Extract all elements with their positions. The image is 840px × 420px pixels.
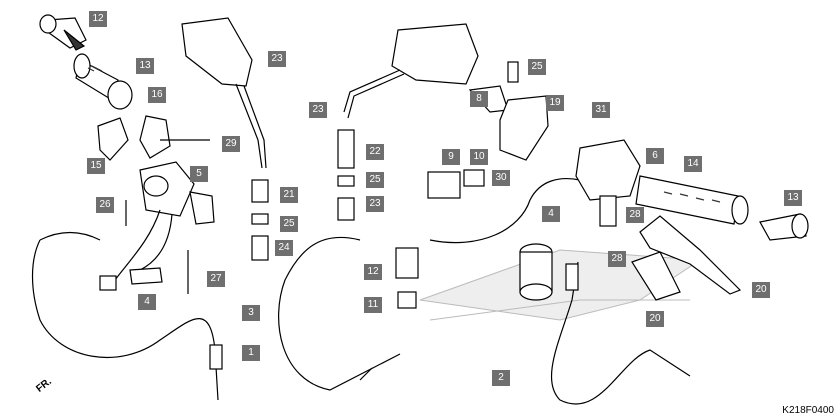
callout-31: 31 — [592, 102, 610, 118]
callout-13: 13 — [136, 58, 154, 74]
callout-23-left: 24 — [275, 240, 293, 256]
right-switch-housing — [575, 139, 641, 227]
callout-16: 16 — [148, 87, 166, 103]
harness-connector-left — [99, 267, 163, 291]
diagram-code: K218F0400 — [782, 405, 834, 416]
throttle-cable-3 — [278, 236, 401, 391]
clutch-bracket — [97, 115, 210, 161]
callout-4-right: 4 — [542, 206, 560, 222]
callout-30: 30 — [492, 170, 510, 186]
callout-19: 20 — [646, 311, 664, 327]
mirror-right — [343, 23, 479, 119]
callout-27: 27 — [207, 271, 225, 287]
callout-11: 12 — [364, 264, 382, 280]
callout-12-right: 13 — [784, 190, 802, 206]
brake-lever — [639, 215, 742, 295]
callout-2: 2 — [492, 370, 510, 386]
callout-3: 3 — [242, 305, 260, 321]
callout-23-right: 23 — [366, 196, 384, 212]
callout-25-left: 25 — [280, 216, 298, 232]
callout-15: 15 — [87, 158, 105, 174]
callout-10: 11 — [364, 297, 382, 313]
callout-24: 25 — [528, 59, 546, 75]
left-switch-housing — [114, 161, 215, 281]
throttle-grip — [635, 175, 749, 225]
callout-18: 20 — [752, 282, 770, 298]
callout-25-right: 25 — [366, 172, 384, 188]
callout-20-right: 22 — [366, 144, 384, 160]
callout-6: 6 — [646, 148, 664, 164]
wiring-harness — [429, 178, 581, 244]
grip-end-left — [39, 14, 87, 51]
callout-5: 5 — [190, 166, 208, 182]
harness-sleeve — [519, 243, 553, 301]
callout-9: 10 — [470, 149, 488, 165]
callout-21: 23 — [268, 51, 286, 67]
callout-20-left: 21 — [280, 187, 298, 203]
brake-master-cylinder — [468, 61, 549, 161]
handle-grip-13 — [73, 53, 133, 110]
relay-group — [395, 169, 485, 309]
callout-14: 14 — [684, 156, 702, 172]
mirror-nut-stack-right — [337, 129, 355, 221]
callout-12-left: 12 — [89, 11, 107, 27]
callout-28-lower: 28 — [608, 251, 626, 267]
lever-cover — [631, 251, 681, 301]
mirror-nut-stack-left — [251, 179, 269, 261]
grip-end-right — [759, 213, 809, 241]
callout-28-upper: 28 — [626, 207, 644, 223]
mirror-left — [181, 17, 267, 169]
callout-7: 8 — [470, 91, 488, 107]
callout-1: 1 — [242, 345, 260, 361]
callout-8: 9 — [442, 149, 460, 165]
callout-29: 29 — [222, 136, 240, 152]
callout-4-left: 4 — [138, 294, 156, 310]
clutch-cable-1 — [31, 231, 223, 401]
callout-22: 23 — [309, 102, 327, 118]
callout-26: 26 — [96, 197, 114, 213]
brake-cable-2 — [550, 261, 691, 405]
callout-17: 19 — [546, 95, 564, 111]
